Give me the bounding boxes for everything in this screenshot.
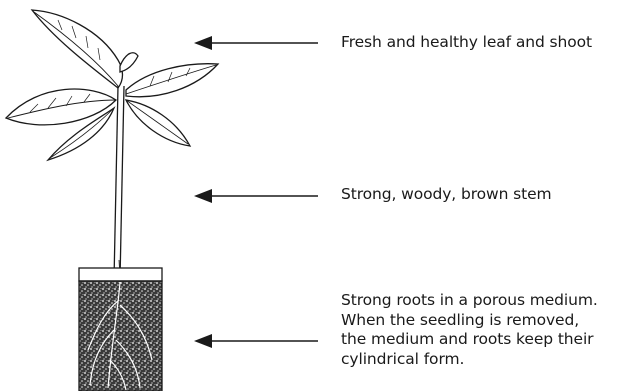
leaf-arrow <box>194 36 318 50</box>
stem <box>114 86 124 296</box>
leaf-cluster <box>6 10 218 160</box>
roots-arrow <box>194 334 318 348</box>
roots-label-line: the medium and roots keep their <box>341 330 598 350</box>
stem-label: Strong, woody, brown stem <box>341 185 552 205</box>
roots-label-line: cylindrical form. <box>341 350 598 370</box>
leaf-label: Fresh and healthy leaf and shoot <box>341 33 592 53</box>
pot-container <box>79 268 162 391</box>
bud <box>120 53 138 72</box>
stem-arrow <box>194 189 318 203</box>
roots-label: Strong roots in a porous medium. When th… <box>341 291 598 369</box>
roots-label-line: When the seedling is removed, <box>341 311 598 331</box>
roots-label-line: Strong roots in a porous medium. <box>341 291 598 311</box>
arrows <box>194 36 318 348</box>
